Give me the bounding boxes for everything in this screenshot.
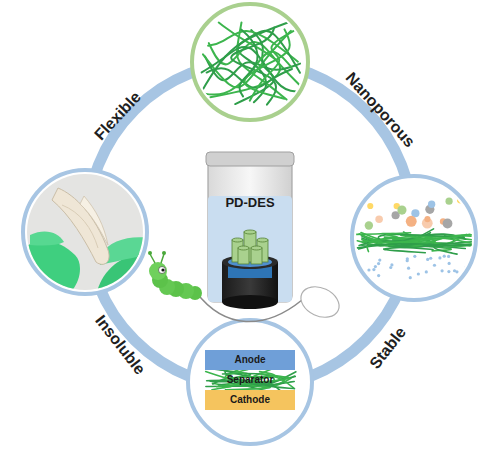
art-part	[365, 221, 373, 229]
art-part	[428, 201, 435, 208]
art-part	[232, 230, 268, 264]
art-part	[447, 270, 450, 273]
fiber-circle	[192, 4, 308, 120]
art-part	[161, 254, 164, 263]
art-part	[367, 268, 370, 271]
porous-membrane	[352, 197, 475, 280]
art-part	[257, 238, 268, 242]
art-part	[225, 370, 281, 391]
battery-circle	[188, 320, 312, 444]
art-part	[149, 262, 167, 280]
art-part	[161, 268, 164, 271]
art-part	[375, 216, 383, 224]
art-part	[417, 272, 420, 275]
art-part	[464, 266, 467, 269]
node-label: Cathode	[230, 395, 270, 405]
art-part	[409, 276, 412, 279]
art-part	[367, 203, 373, 209]
art-part	[244, 230, 256, 234]
art-part	[352, 229, 475, 254]
art-part	[217, 374, 290, 387]
art-part	[448, 262, 451, 265]
node-label: Anode	[234, 355, 265, 365]
solvent-jar	[206, 152, 294, 302]
node-label: PD-DES	[225, 196, 274, 209]
art-part	[429, 257, 432, 260]
art-part	[447, 255, 450, 258]
art-part	[208, 196, 292, 302]
art-part	[440, 269, 443, 272]
node-label: Separator	[227, 375, 274, 385]
separator-layer: Separator	[205, 370, 295, 390]
art-part	[222, 295, 278, 309]
fiber-bundle	[222, 230, 278, 309]
fiber-network	[199, 22, 300, 104]
art-part	[365, 197, 467, 280]
art-part	[30, 231, 64, 245]
art-part	[377, 262, 380, 265]
art-part	[407, 267, 410, 270]
art-part	[378, 258, 381, 261]
art-part	[397, 206, 406, 215]
art-part	[424, 216, 430, 222]
art-part	[206, 372, 295, 389]
cocoon	[296, 281, 344, 323]
silkworm	[148, 251, 202, 300]
solvent-label-box: PD-DES	[208, 152, 292, 212]
porous-circle	[352, 176, 476, 300]
art-part	[250, 31, 294, 101]
film-photo	[20, 170, 150, 300]
art-part	[457, 276, 460, 279]
art-part	[362, 244, 476, 246]
art-part	[443, 255, 446, 258]
art-part	[159, 267, 166, 274]
art-part	[162, 251, 166, 255]
art-part	[406, 216, 417, 227]
art-part	[406, 257, 409, 260]
cathode-layer: Cathode	[205, 390, 295, 410]
art-part	[223, 374, 275, 387]
art-part	[425, 270, 428, 273]
art-part	[426, 258, 429, 261]
art-part	[445, 198, 452, 205]
art-part	[438, 256, 441, 259]
art-part	[20, 170, 150, 295]
art-part	[377, 274, 380, 277]
silk-thread	[196, 292, 302, 322]
art-part	[239, 30, 257, 97]
art-part	[20, 241, 80, 300]
art-part	[433, 264, 436, 267]
art-part	[206, 152, 294, 166]
art-part	[80, 196, 108, 245]
art-part	[150, 254, 155, 263]
art-part	[413, 255, 416, 258]
anode-layer: Anode	[205, 350, 295, 370]
art-part	[374, 265, 377, 268]
property-label: Nanoporous	[342, 69, 418, 151]
art-part	[443, 219, 453, 229]
art-part	[208, 160, 292, 302]
art-part	[362, 234, 470, 243]
art-part	[238, 246, 249, 250]
art-part	[52, 188, 109, 264]
art-part	[251, 246, 262, 250]
art-part	[148, 251, 152, 255]
art-part	[453, 269, 456, 272]
art-part	[372, 268, 375, 271]
art-part	[232, 238, 243, 242]
art-part	[457, 197, 464, 204]
art-part	[390, 263, 393, 266]
